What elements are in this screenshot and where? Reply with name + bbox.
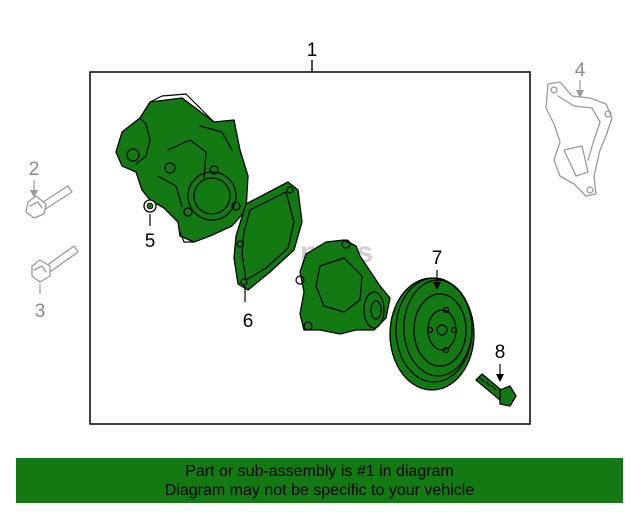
callout-6: 6 bbox=[243, 311, 254, 332]
o-ring-5 bbox=[143, 199, 157, 213]
pulley-7 bbox=[389, 277, 475, 391]
assembly-box bbox=[89, 71, 531, 425]
banner-line-2: Diagram may not be specific to your vehi… bbox=[164, 481, 475, 499]
water-pump bbox=[295, 239, 391, 335]
banner-line-1: Part or sub-assembly is #1 in diagram bbox=[185, 462, 454, 480]
bolt-3 bbox=[31, 245, 79, 283]
callout-3: 3 bbox=[35, 301, 46, 322]
callout-5: 5 bbox=[145, 231, 156, 252]
gasket-6 bbox=[233, 181, 303, 291]
info-banner: Part or sub-assembly is #1 in diagram Di… bbox=[16, 458, 623, 503]
callout-2: 2 bbox=[29, 159, 40, 180]
callout-4-arrow bbox=[576, 90, 584, 98]
bolt-2 bbox=[25, 185, 73, 219]
callout-8: 8 bbox=[495, 342, 506, 363]
callout-7-arrow bbox=[433, 282, 441, 290]
callout-4: 4 bbox=[575, 60, 586, 81]
callout-8-arrow bbox=[496, 374, 504, 382]
callout-7: 7 bbox=[432, 248, 443, 269]
pump-housing bbox=[115, 93, 249, 243]
callout-1: 1 bbox=[307, 40, 318, 61]
bolt-8 bbox=[475, 373, 517, 407]
bracket-gasket-4 bbox=[545, 81, 613, 197]
callout-2-arrow bbox=[30, 190, 38, 198]
